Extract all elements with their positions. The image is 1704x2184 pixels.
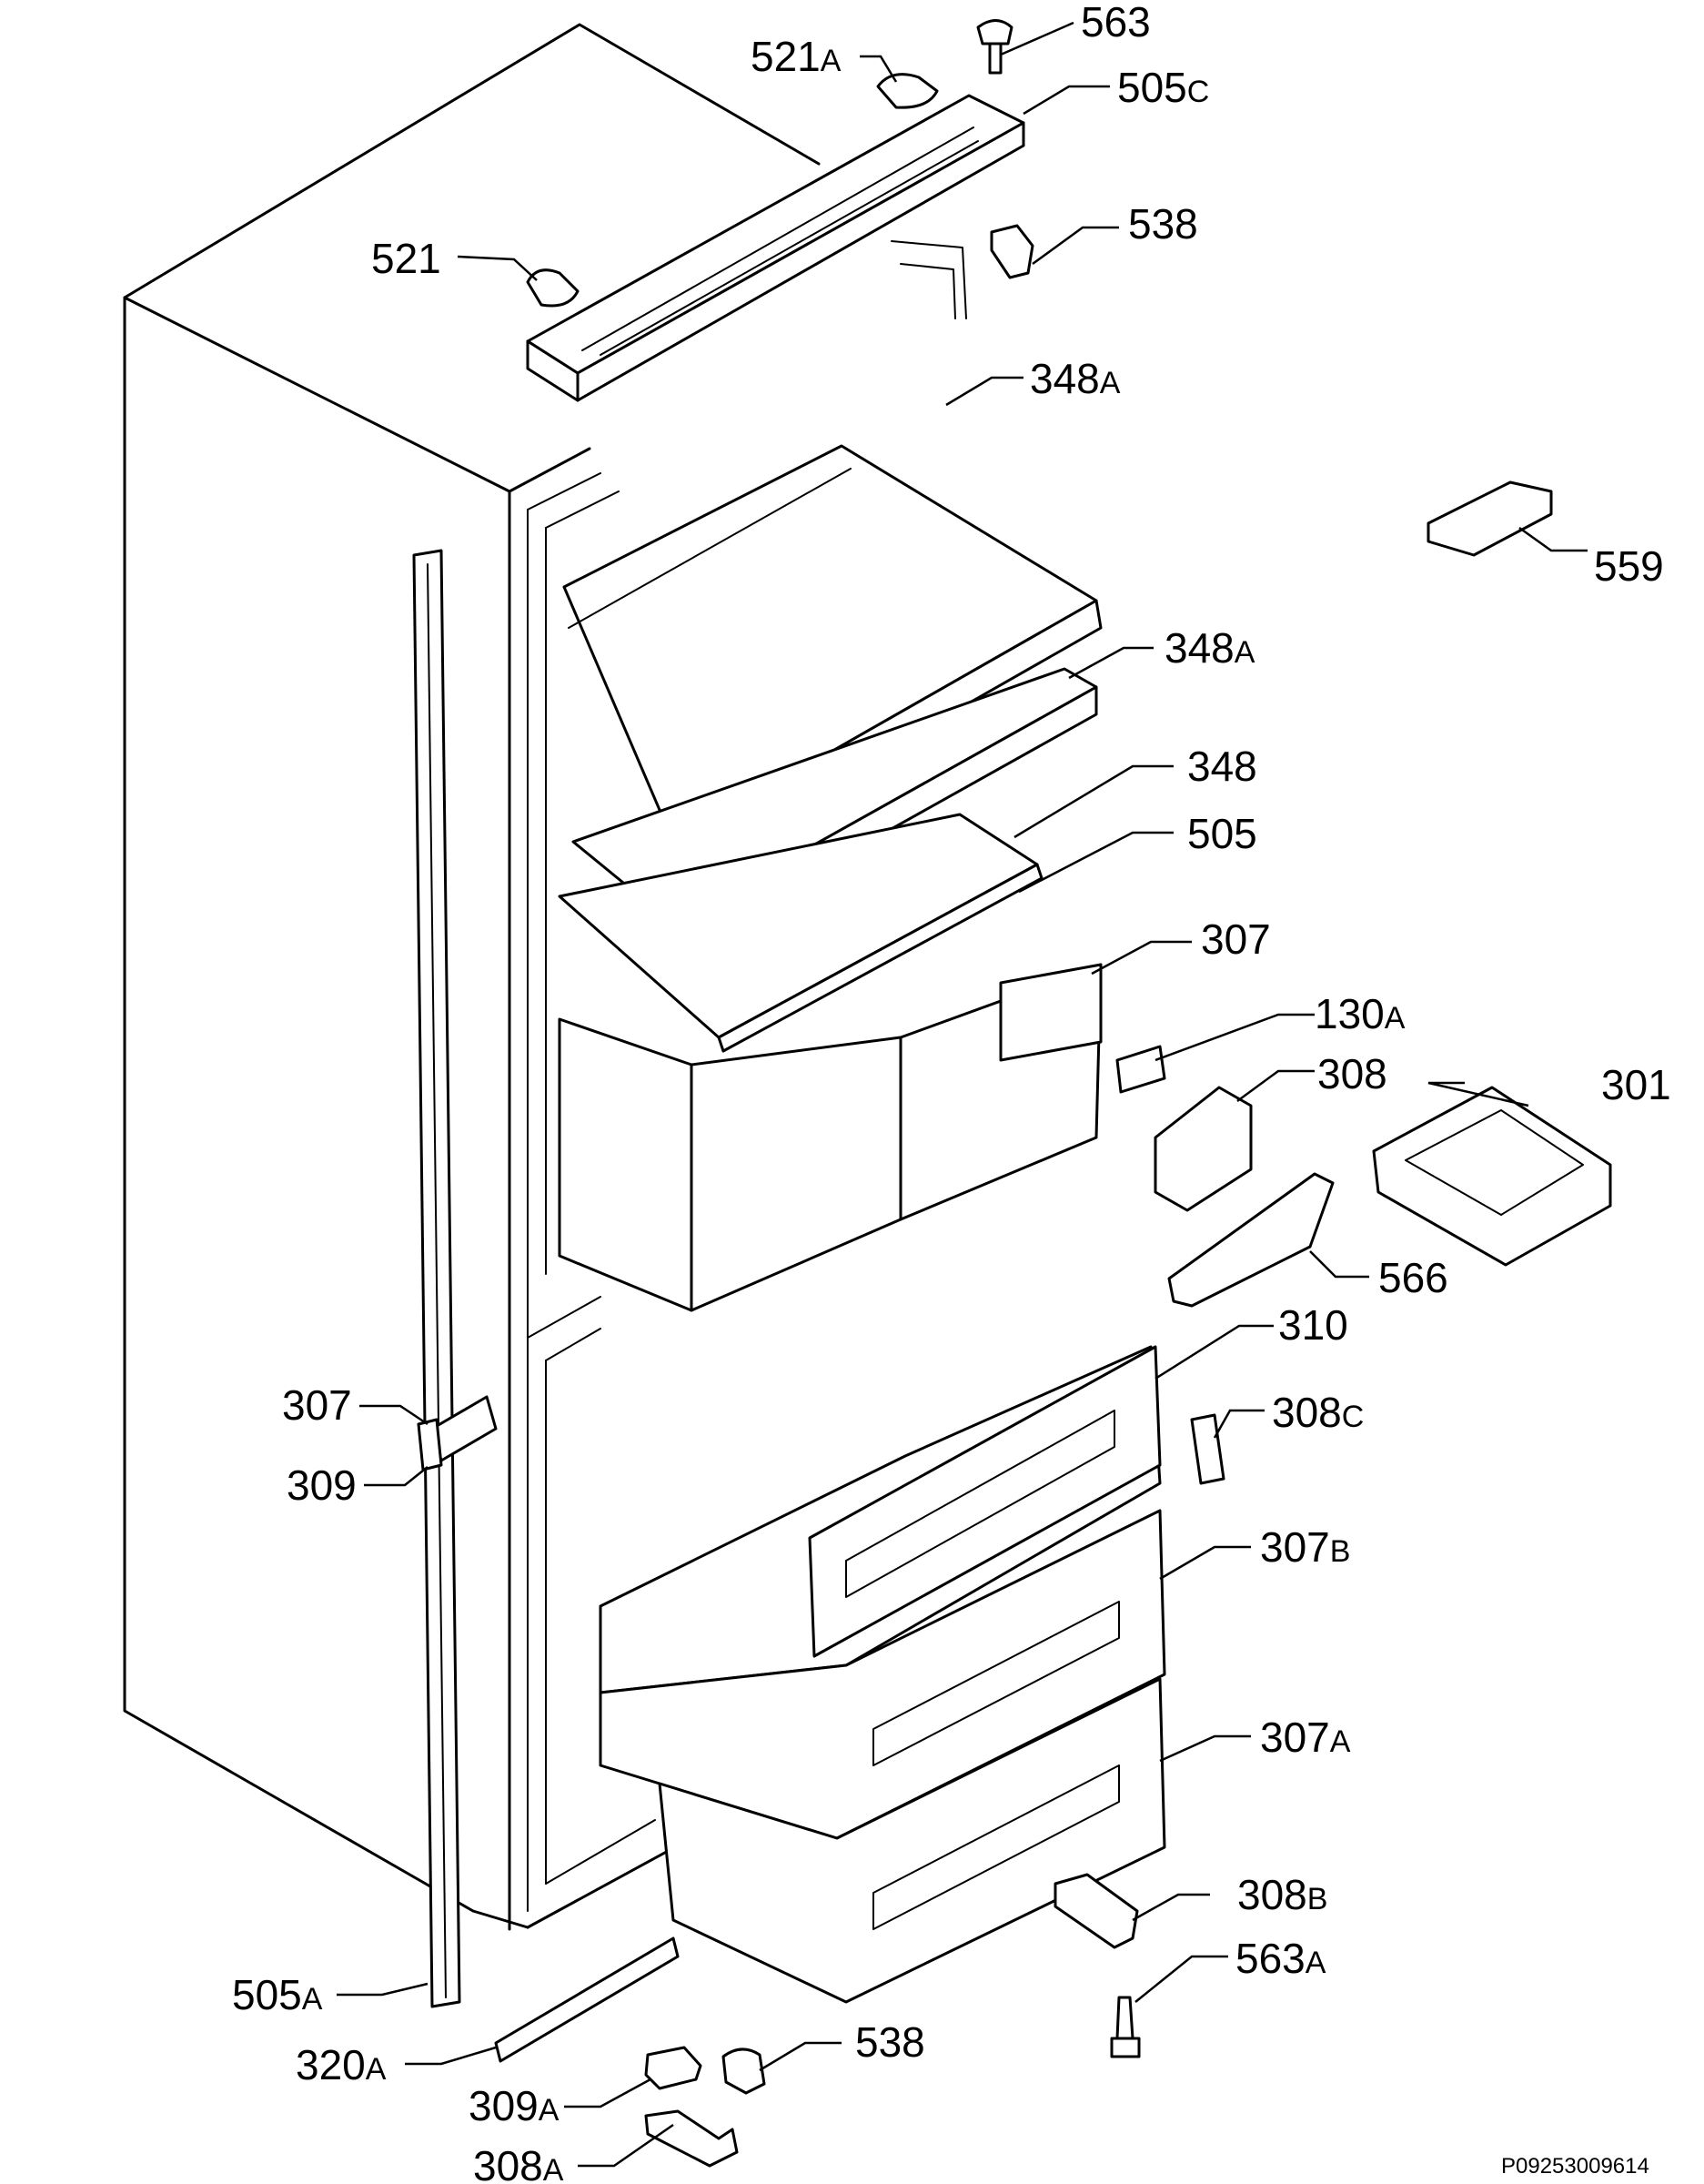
label-505c: 505C bbox=[1117, 64, 1209, 111]
clip-309 bbox=[417, 1418, 443, 1471]
label-521a: 521A bbox=[751, 33, 842, 80]
top-cover-strip-505c bbox=[526, 94, 1025, 402]
hinge-308b bbox=[1054, 1873, 1139, 1949]
screw-563a bbox=[1110, 1996, 1141, 2058]
hinge-130a bbox=[1115, 1045, 1166, 1094]
label-538-bottom: 538 bbox=[855, 2018, 925, 2066]
label-521: 521 bbox=[371, 235, 441, 282]
label-130a: 130A bbox=[1315, 990, 1406, 1037]
label-348a-2: 348A bbox=[1165, 624, 1255, 672]
label-559: 559 bbox=[1594, 542, 1664, 590]
crisper-drawer-307-left bbox=[558, 1017, 902, 1312]
freezer-drawer-307b bbox=[599, 1509, 1166, 1840]
cover-309a bbox=[644, 2046, 702, 2090]
label-310: 310 bbox=[1278, 1301, 1348, 1349]
label-348a-1: 348A bbox=[1030, 355, 1121, 402]
hinge-cover-521 bbox=[526, 268, 580, 308]
label-301: 301 bbox=[1601, 1061, 1671, 1108]
label-307-left: 307 bbox=[282, 1381, 352, 1429]
label-320a: 320A bbox=[296, 2041, 387, 2088]
hinge-308c bbox=[1190, 1413, 1225, 1485]
ice-scoop-566 bbox=[1167, 1172, 1335, 1308]
ice-tray-301 bbox=[1372, 1086, 1612, 1267]
hinge-cover-521a bbox=[876, 73, 939, 109]
freezer-drawer-307a bbox=[658, 1677, 1166, 2004]
crisper-drawer-307-right bbox=[899, 963, 1103, 1221]
freezer-drawer-310 bbox=[599, 1345, 1162, 1694]
screw-563 bbox=[976, 19, 1013, 75]
label-348: 348 bbox=[1187, 743, 1257, 790]
leader-lines bbox=[337, 21, 1588, 2168]
label-309a: 309A bbox=[469, 2082, 560, 2129]
hinge-pin-538-top bbox=[990, 224, 1034, 279]
label-505a: 505A bbox=[232, 1971, 323, 2018]
hinge-308 bbox=[1154, 1086, 1253, 1212]
label-538-top: 538 bbox=[1128, 200, 1198, 248]
bottom-bracket-320a bbox=[494, 1936, 680, 2063]
label-309: 309 bbox=[287, 1461, 357, 1509]
label-505: 505 bbox=[1187, 810, 1257, 857]
label-308: 308 bbox=[1317, 1050, 1387, 1097]
label-563: 563 bbox=[1081, 0, 1151, 46]
label-307b: 307B bbox=[1260, 1523, 1350, 1571]
label-563a: 563A bbox=[1235, 1935, 1326, 1982]
label-308a: 308A bbox=[473, 2142, 564, 2184]
document-code: P09253009614 bbox=[1501, 2154, 1649, 2179]
cover-559 bbox=[1427, 480, 1553, 557]
label-307a: 307A bbox=[1260, 1714, 1351, 1761]
label-308c: 308C bbox=[1272, 1389, 1364, 1436]
hinge-308a bbox=[644, 2109, 739, 2168]
part-labels: 563 521A 505C 538 521 348A 559 348A 348 … bbox=[232, 0, 1671, 2184]
shelf-edge-505 bbox=[717, 863, 1044, 1053]
refrigerator-cabinet bbox=[123, 23, 967, 2008]
label-307-top: 307 bbox=[1201, 915, 1271, 963]
label-308b: 308B bbox=[1237, 1871, 1327, 1918]
label-566: 566 bbox=[1378, 1254, 1448, 1301]
hinge-pin-538-bottom bbox=[721, 2048, 766, 2095]
